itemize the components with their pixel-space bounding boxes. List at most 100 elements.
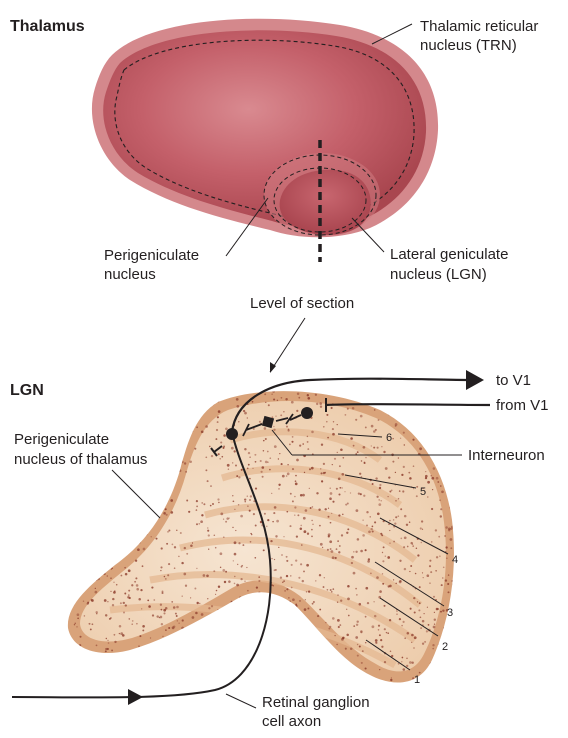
cell-dot bbox=[389, 519, 391, 522]
cell-dot bbox=[331, 556, 335, 560]
cell-dot bbox=[434, 449, 438, 452]
cell-dot bbox=[210, 605, 214, 608]
cell-dot bbox=[95, 680, 98, 683]
cell-dot bbox=[66, 540, 68, 542]
cell-dot bbox=[338, 667, 341, 670]
cell-dot bbox=[439, 499, 441, 501]
cell-dot bbox=[357, 492, 361, 495]
cell-dot bbox=[91, 623, 94, 626]
cell-dot bbox=[214, 546, 217, 549]
cell-dot bbox=[276, 399, 279, 402]
cell-dot bbox=[185, 436, 188, 438]
cell-dot bbox=[122, 634, 125, 637]
cell-dot bbox=[424, 474, 428, 478]
cell-dot bbox=[92, 500, 95, 503]
cell-dot bbox=[402, 431, 405, 434]
cell-dot bbox=[110, 590, 112, 593]
cell-dot bbox=[233, 450, 236, 453]
cell-dot bbox=[271, 393, 273, 395]
cell-dot bbox=[286, 510, 289, 513]
cell-dot bbox=[103, 572, 106, 576]
cell-dot bbox=[161, 678, 164, 681]
cell-dot bbox=[205, 425, 208, 428]
cell-dot bbox=[244, 498, 247, 501]
cell-dot bbox=[269, 468, 271, 471]
cell-dot bbox=[442, 627, 445, 629]
cell-dot bbox=[286, 588, 289, 591]
cell-dot bbox=[263, 512, 266, 515]
cell-dot bbox=[259, 459, 262, 463]
cell-dot bbox=[93, 529, 96, 533]
cell-dot bbox=[416, 601, 419, 603]
cell-dot bbox=[250, 533, 253, 536]
cell-dot bbox=[394, 425, 397, 427]
cell-dot bbox=[369, 516, 371, 518]
cell-dot bbox=[195, 660, 199, 664]
cell-dot bbox=[373, 409, 376, 411]
cell-dot bbox=[84, 428, 87, 431]
cell-dot bbox=[327, 658, 329, 661]
cell-dot bbox=[303, 530, 307, 534]
cell-dot bbox=[181, 460, 184, 464]
cell-dot bbox=[168, 529, 171, 532]
cell-dot bbox=[69, 400, 72, 403]
cell-dot bbox=[147, 599, 150, 602]
cell-dot bbox=[178, 555, 180, 558]
cell-dot bbox=[78, 528, 82, 531]
cell-dot bbox=[133, 668, 136, 671]
cell-dot bbox=[314, 393, 318, 396]
cell-dot bbox=[76, 613, 80, 617]
cell-dot bbox=[403, 410, 406, 413]
cell-dot bbox=[455, 417, 456, 418]
cell-dot bbox=[408, 521, 411, 523]
cell-dot bbox=[112, 674, 115, 677]
cell-dot bbox=[273, 445, 277, 448]
cell-dot bbox=[210, 485, 212, 488]
cell-dot bbox=[311, 680, 313, 682]
cell-dot bbox=[303, 570, 305, 573]
cell-dot bbox=[167, 465, 170, 469]
cell-dot bbox=[273, 428, 276, 431]
cell-dot bbox=[450, 527, 453, 530]
cell-dot bbox=[258, 579, 261, 583]
cell-dot bbox=[346, 407, 349, 410]
cell-dot bbox=[434, 418, 437, 421]
trn-label-line1: Thalamic reticular bbox=[420, 18, 538, 35]
cell-dot bbox=[104, 650, 107, 653]
cell-dot bbox=[448, 437, 452, 440]
cell-dot bbox=[306, 435, 309, 438]
cell-dot bbox=[232, 560, 234, 562]
cell-dot bbox=[412, 465, 415, 468]
cell-dot bbox=[262, 549, 265, 552]
cell-dot bbox=[294, 482, 298, 486]
cell-dot bbox=[432, 595, 436, 598]
cell-dot bbox=[128, 401, 131, 404]
cell-dot bbox=[74, 480, 77, 484]
cell-dot bbox=[381, 446, 383, 448]
cell-dot bbox=[186, 424, 189, 427]
cell-dot bbox=[311, 602, 314, 605]
cell-dot bbox=[299, 665, 303, 669]
cell-dot bbox=[445, 546, 448, 549]
cell-dot bbox=[234, 575, 236, 578]
cell-dot bbox=[285, 475, 288, 477]
axon-label-line1: Retinal ganglion bbox=[262, 694, 370, 711]
cell-dot bbox=[212, 503, 214, 505]
cell-dot bbox=[290, 647, 294, 650]
cell-dot bbox=[273, 398, 276, 401]
cell-dot bbox=[437, 643, 441, 646]
cell-dot bbox=[329, 625, 332, 628]
cell-dot bbox=[289, 443, 291, 446]
cell-dot bbox=[254, 453, 257, 456]
cell-dot bbox=[300, 563, 303, 566]
cell-dot bbox=[261, 466, 265, 469]
cell-dot bbox=[213, 534, 216, 537]
cell-dot bbox=[233, 666, 235, 668]
cell-dot bbox=[130, 439, 133, 442]
cell-dot bbox=[308, 487, 310, 489]
cell-dot bbox=[294, 480, 297, 483]
inter-to-relay-synapse bbox=[242, 423, 263, 437]
cell-dot bbox=[137, 548, 140, 552]
cell-dot bbox=[441, 391, 444, 393]
cell-dot bbox=[174, 677, 177, 680]
